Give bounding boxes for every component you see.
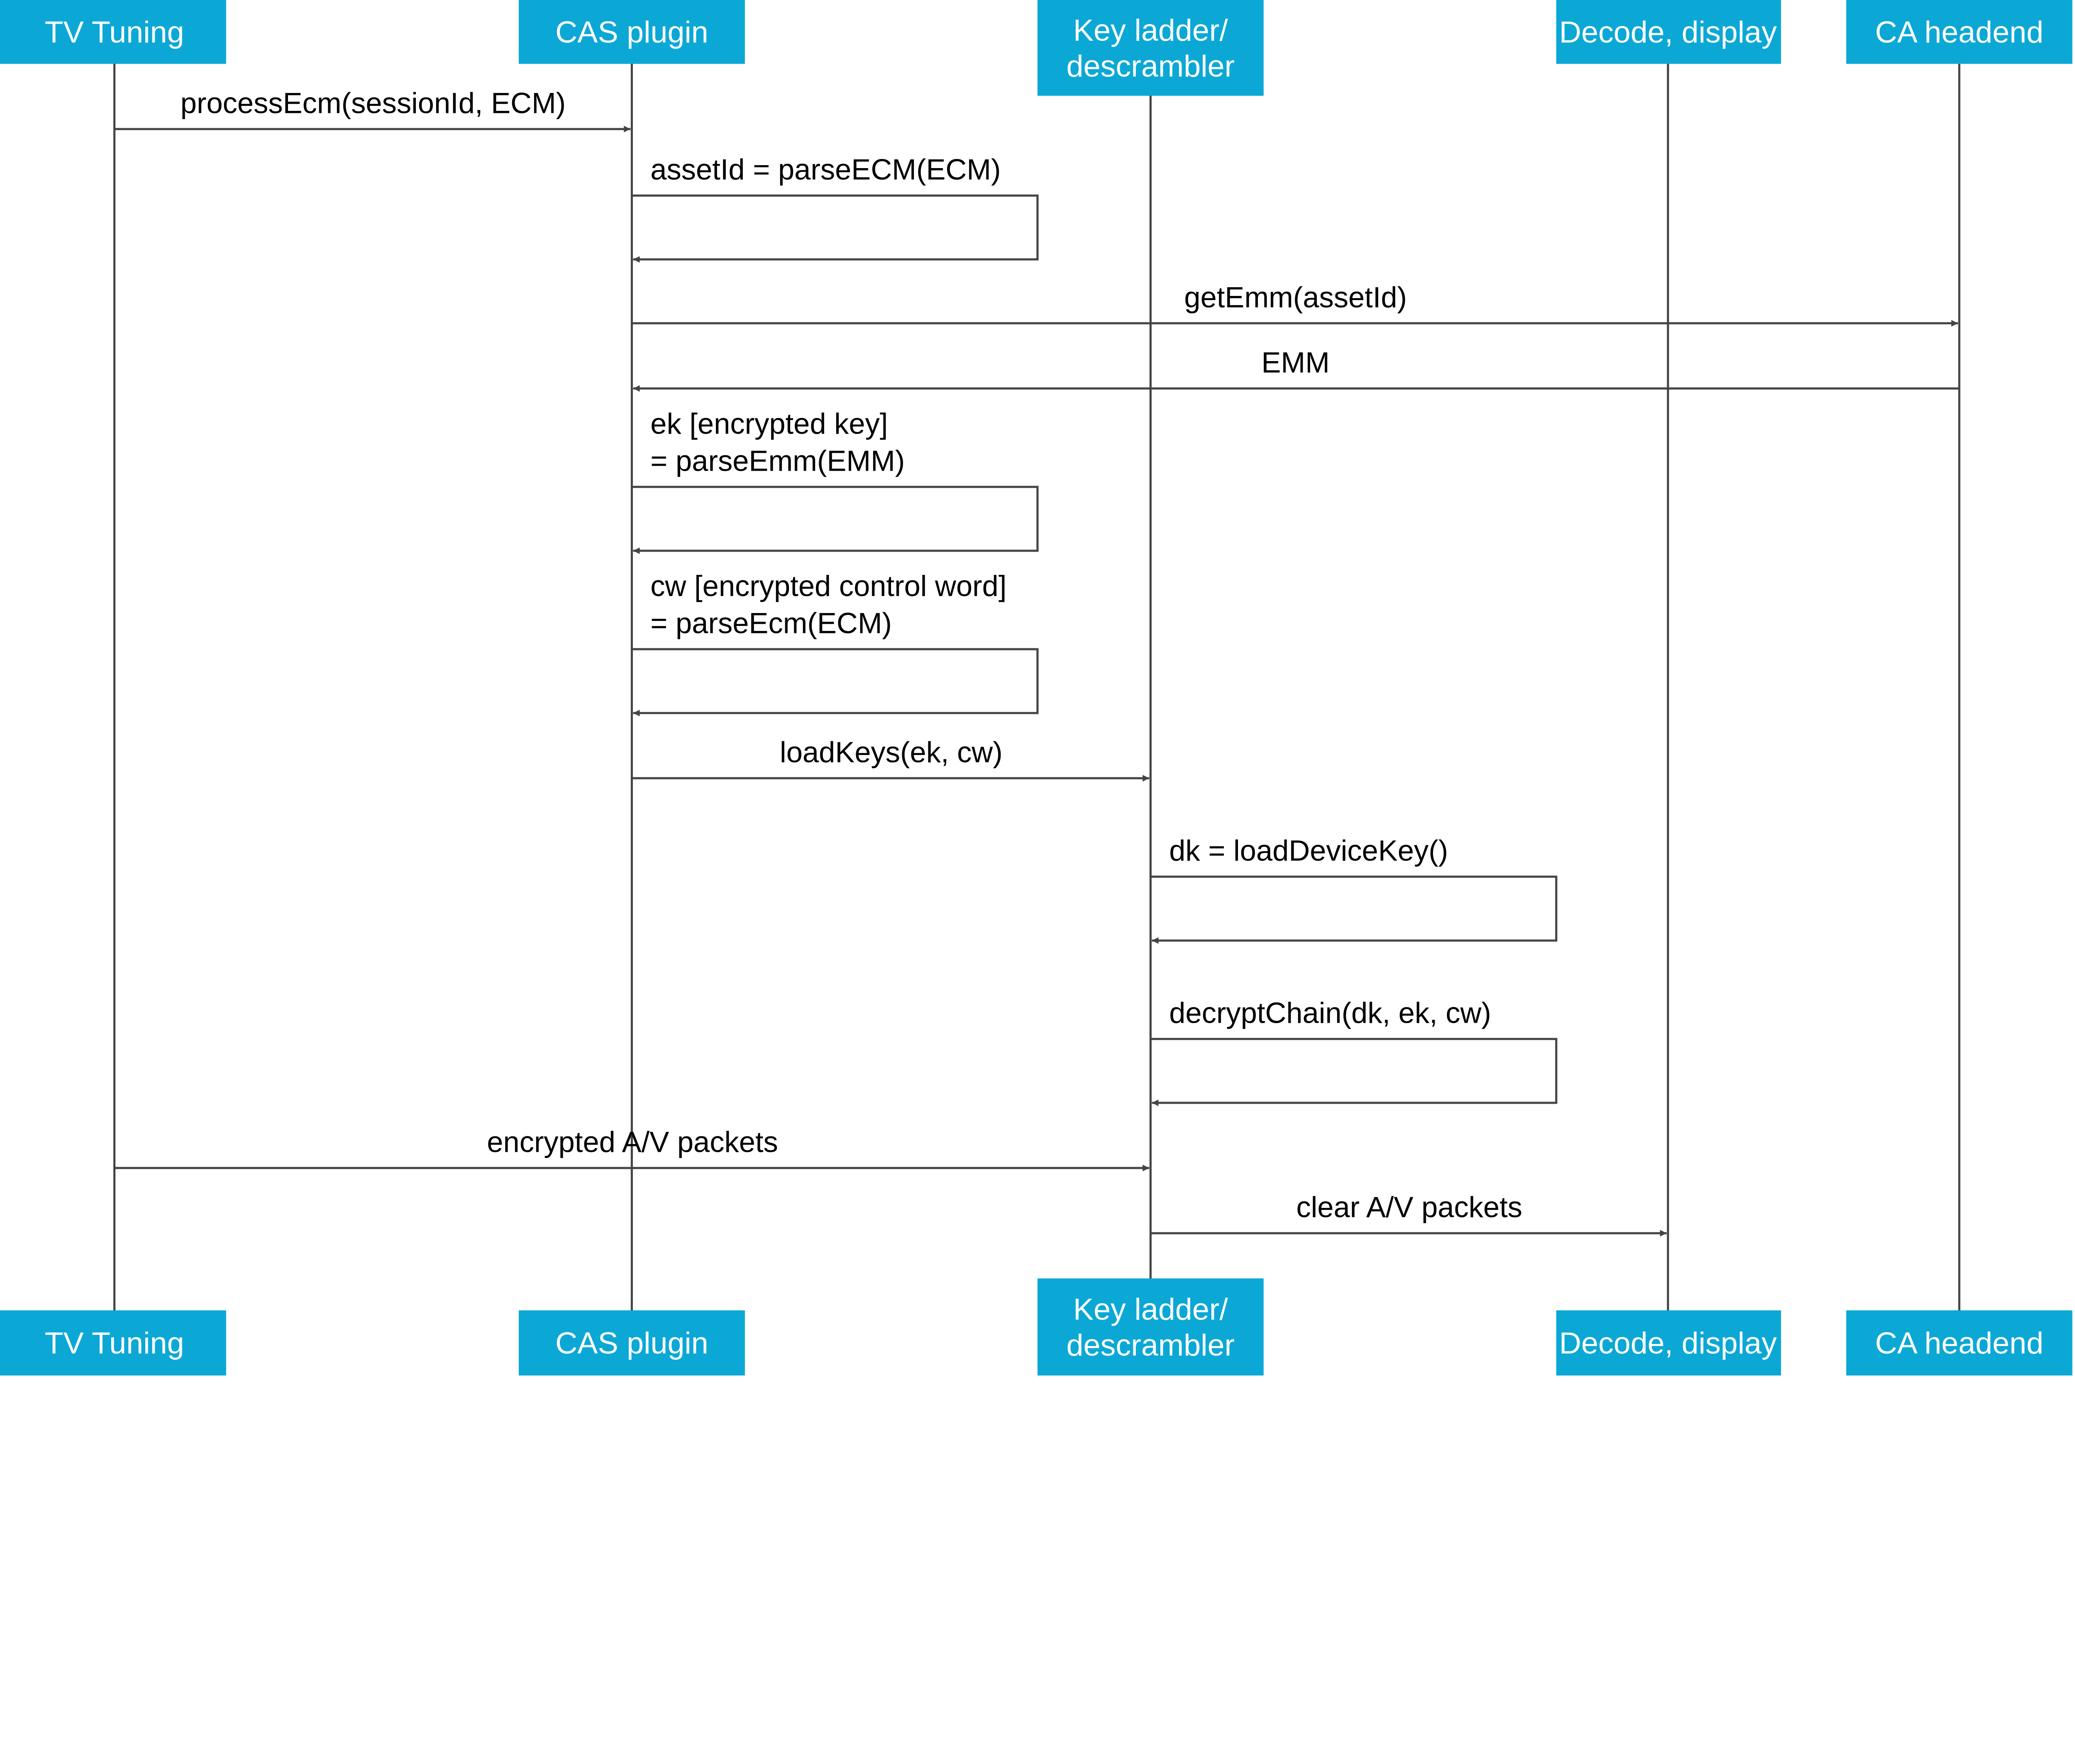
- participant-kl-top: Key ladder/descrambler: [1038, 0, 1264, 96]
- participant-label: Key ladder/: [1073, 13, 1228, 47]
- participant-cas-top: CAS plugin: [519, 0, 745, 64]
- participant-dec-bottom: Decode, display: [1556, 1310, 1781, 1376]
- message-label: cw [encrypted control word]: [650, 569, 1006, 602]
- participant-tv-bottom: TV Tuning: [0, 1310, 226, 1376]
- participant-dec-top: Decode, display: [1556, 0, 1781, 64]
- participant-label: TV Tuning: [45, 15, 184, 49]
- participant-label: Decode, display: [1559, 15, 1777, 49]
- self-message-arrow: [632, 194, 1039, 263]
- self-message-arrow: [1150, 1038, 1557, 1107]
- message-label: loadKeys(ek, cw): [780, 736, 1003, 769]
- message-label: dk = loadDeviceKey(): [1169, 834, 1448, 867]
- message-label: assetId = parseECM(ECM): [650, 153, 1001, 186]
- participant-label: CA headend: [1875, 1326, 2043, 1360]
- participant-tv-top: TV Tuning: [0, 0, 226, 64]
- message-2: assetId = parseECM(ECM): [632, 153, 1039, 263]
- participant-box: [1846, 0, 2073, 64]
- participant-box: [519, 1310, 745, 1376]
- message-6: cw [encrypted control word] = parseEcm(EC…: [632, 569, 1039, 716]
- participant-label: Key ladder/: [1073, 1292, 1228, 1326]
- participant-label: descrambler: [1067, 1328, 1235, 1362]
- participant-ca-top: CA headend: [1846, 0, 2073, 64]
- message-label: clear A/V packets: [1296, 1191, 1522, 1224]
- participant-box: [1038, 1278, 1264, 1376]
- self-message-arrow: [1150, 875, 1557, 944]
- message-7: loadKeys(ek, cw): [632, 736, 1150, 782]
- self-message-arrow: [632, 648, 1039, 716]
- message-9: decryptChain(dk, ek, cw): [1150, 997, 1557, 1107]
- participant-box: [0, 0, 226, 64]
- message-label: decryptChain(dk, ek, cw): [1169, 997, 1491, 1029]
- lifelines: [113, 53, 1960, 1331]
- self-message-arrow: [632, 486, 1039, 554]
- message-10: encrypted A/V packets: [114, 1126, 1150, 1172]
- message-label: processEcm(sessionId, ECM): [181, 86, 566, 119]
- participant-label: Decode, display: [1559, 1326, 1777, 1360]
- message-5: ek [encrypted key] = parseEmm(EMM): [632, 407, 1039, 554]
- message-label: = parseEmm(EMM): [650, 445, 905, 477]
- participant-cas-bottom: CAS plugin: [519, 1310, 745, 1376]
- message-label: EMM: [1262, 346, 1330, 379]
- sequence-diagram: processEcm(sessionId, ECM) assetId = pars…: [0, 0, 2073, 1376]
- message-label: ek [encrypted key]: [650, 407, 888, 440]
- message-3: getEmm(assetId): [632, 281, 1958, 327]
- participant-label: CAS plugin: [555, 15, 708, 49]
- participant-label: CA headend: [1875, 15, 2043, 49]
- participant-label: descrambler: [1067, 49, 1235, 83]
- message-label: = parseEcm(ECM): [650, 607, 892, 640]
- participant-label: CAS plugin: [555, 1326, 708, 1360]
- message-4: EMM: [633, 346, 1960, 392]
- message-8: dk = loadDeviceKey(): [1150, 834, 1557, 944]
- participant-box: [1846, 1310, 2073, 1376]
- participant-box: [1556, 0, 1781, 64]
- participant-label: TV Tuning: [45, 1326, 184, 1360]
- participant-ca-bottom: CA headend: [1846, 1310, 2073, 1376]
- participant-kl-bottom: Key ladder/descrambler: [1038, 1278, 1264, 1376]
- message-11: clear A/V packets: [1150, 1191, 1667, 1237]
- participant-box: [1038, 0, 1264, 96]
- participant-box: [0, 1310, 226, 1376]
- message-1: processEcm(sessionId, ECM): [114, 86, 631, 132]
- message-label: encrypted A/V packets: [487, 1126, 778, 1158]
- participant-box: [519, 0, 745, 64]
- message-label: getEmm(assetId): [1184, 281, 1407, 313]
- participant-box: [1556, 1310, 1781, 1376]
- messages: processEcm(sessionId, ECM) assetId = pars…: [114, 86, 1960, 1237]
